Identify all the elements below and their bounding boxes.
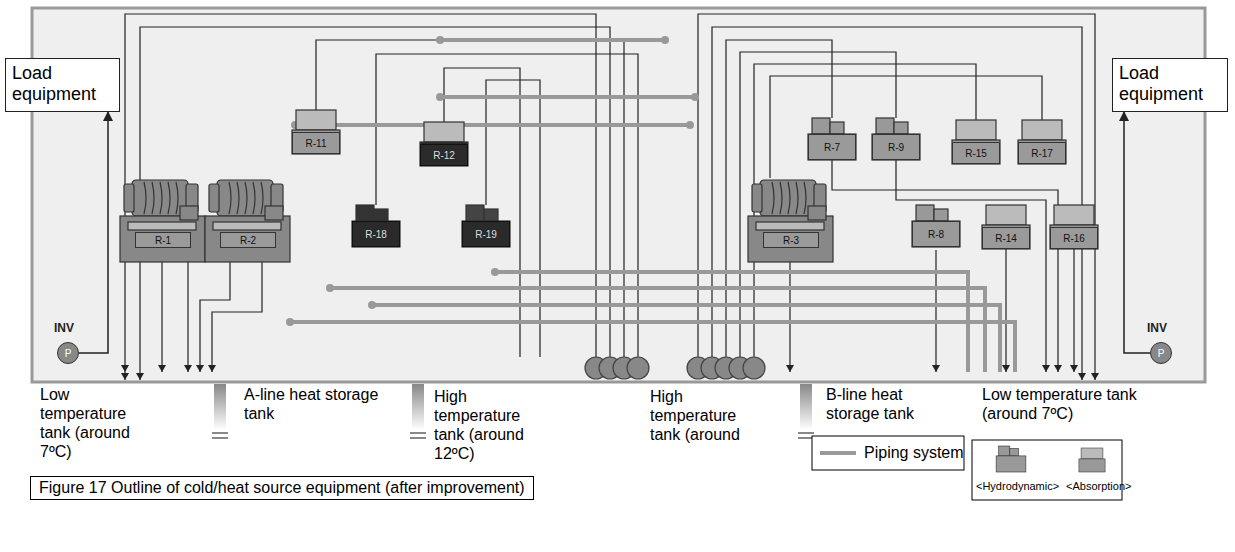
inv-pump: INVP bbox=[1150, 342, 1172, 364]
pump-clusters bbox=[585, 357, 765, 379]
machine-id: R-7 bbox=[824, 142, 840, 153]
supply-arrow bbox=[1124, 112, 1150, 353]
box-text: Load equipment bbox=[12, 63, 113, 105]
supply-arrow bbox=[79, 112, 108, 353]
legend-text: <Hydrodynamic> bbox=[976, 480, 1059, 492]
load-equipment-box: Load equipment bbox=[1112, 58, 1228, 112]
machine-label-plate: R-9 bbox=[872, 134, 920, 160]
tank-label: B-line heat storage tank bbox=[826, 385, 946, 423]
machine-id: R-2 bbox=[240, 235, 256, 246]
machine-id: R-1 bbox=[155, 235, 171, 246]
machine-id: R-15 bbox=[965, 148, 987, 159]
tank-label: A-line heat storage tank bbox=[244, 385, 394, 423]
machine-label-plate: R-3 bbox=[763, 232, 819, 248]
inverter-label: INV bbox=[54, 321, 74, 335]
machine-id: R-11 bbox=[306, 138, 327, 149]
machine-label-plate: R-18 bbox=[352, 221, 400, 247]
load-equipment-box: Load equipment bbox=[5, 58, 120, 112]
pump-letter: P bbox=[65, 348, 72, 359]
machine-label-plate: R-14 bbox=[982, 227, 1030, 249]
machine-label-plate: R-19 bbox=[462, 221, 510, 247]
legend-text: <Absorption> bbox=[1066, 480, 1131, 492]
machine-id: R-3 bbox=[783, 235, 799, 246]
machine-id: R-17 bbox=[1031, 148, 1053, 159]
frame bbox=[32, 8, 1205, 382]
thick-pipes bbox=[290, 40, 1015, 372]
machine-label-plate: R-1 bbox=[135, 232, 191, 248]
machine-label-plate: R-15 bbox=[952, 142, 1000, 164]
figure-caption: Figure 17 Outline of cold/heat source eq… bbox=[30, 476, 534, 500]
inv-pump: INVP bbox=[57, 342, 79, 364]
machine-id: R-8 bbox=[928, 229, 944, 240]
thin-pipes bbox=[125, 14, 1095, 380]
machine-id: R-9 bbox=[888, 142, 904, 153]
machine-label-plate: R-12 bbox=[420, 144, 468, 166]
machine-label-plate: R-17 bbox=[1018, 142, 1066, 164]
machine-label-plate: R-16 bbox=[1050, 227, 1098, 249]
tank-label: High temperature tank (around 12ºC) bbox=[434, 387, 544, 463]
inverter-label: INV bbox=[1147, 321, 1167, 335]
machine-label-plate: R-2 bbox=[220, 232, 276, 248]
machine-id: R-14 bbox=[995, 233, 1017, 244]
legend-text: Piping system bbox=[864, 444, 964, 462]
tank-label: High temperature tank (around bbox=[650, 387, 770, 444]
machine-label-plate: R-8 bbox=[912, 221, 960, 247]
machine-label-plate: R-7 bbox=[808, 134, 856, 160]
tank-label: Low temperature tank (around 7ºC) bbox=[982, 385, 1162, 423]
machine-label-plate: R-11 bbox=[292, 132, 340, 154]
box-text: Load equipment bbox=[1119, 63, 1221, 105]
machines bbox=[120, 110, 1098, 262]
machine-id: R-12 bbox=[433, 150, 455, 161]
machine-id: R-18 bbox=[365, 229, 387, 240]
tank-label: Low temperature tank (around 7ºC) bbox=[40, 385, 140, 461]
pipe-joints bbox=[286, 36, 699, 326]
machine-id: R-19 bbox=[475, 229, 497, 240]
pump-letter: P bbox=[1158, 348, 1165, 359]
machine-id: R-16 bbox=[1063, 233, 1085, 244]
